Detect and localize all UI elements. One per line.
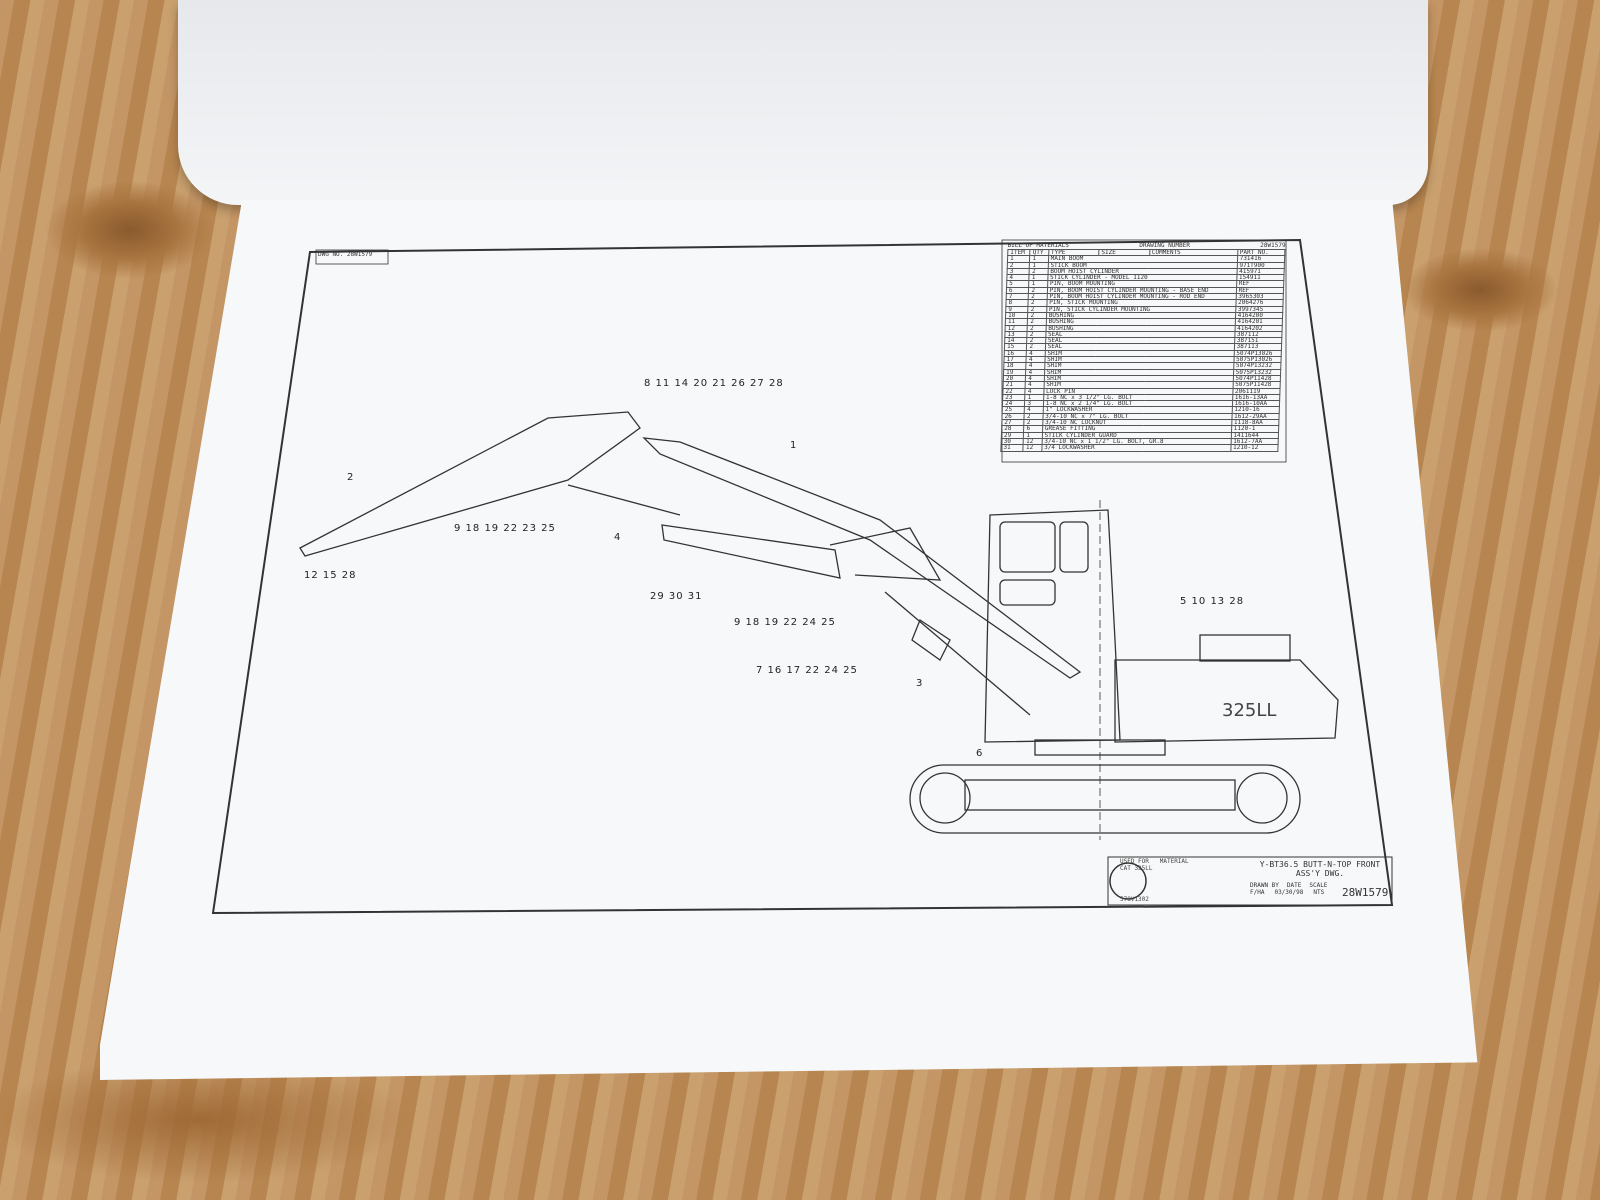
bom-cell: PIN, BOOM HOIST CYLINDER MOUNTING - BASE… <box>1047 287 1237 294</box>
cab-lower-window <box>999 579 1056 606</box>
balloon-group-cylinder-pin: 9 18 19 22 24 25 <box>734 617 836 628</box>
bom-title: BILL OF MATERIALS <box>1007 242 1070 249</box>
bom-title-row: BILL OF MATERIALS DRAWING NUMBER 28W1579 <box>1007 242 1285 249</box>
used-for-label: USED FOR <box>1120 858 1149 865</box>
bom-cell: 31 <box>1000 444 1024 451</box>
balloon-group-boom-foot: 5 10 13 28 <box>1180 596 1245 607</box>
bom-drawing-number: 28W1579 <box>1260 242 1286 249</box>
bom-cell: 3/4 LOCKWASHER <box>1041 444 1231 451</box>
title-block-left: USED FOR MATERIAL CAT 325LL 578V1302 <box>1120 858 1189 903</box>
balloon-4: 4 <box>614 532 622 543</box>
track <box>909 764 1301 834</box>
dwg-no-label: DWG NO. <box>318 251 344 258</box>
material-label: MATERIAL <box>1159 858 1189 865</box>
idler <box>919 772 971 824</box>
balloon-3: 3 <box>916 678 924 689</box>
balloon-group-guard: 29 30 31 <box>650 591 703 602</box>
stick-cylinder <box>661 524 841 579</box>
date: 03/30/98 <box>1274 889 1304 896</box>
corner-block-text: DWG NO. 28W1579 <box>318 251 372 258</box>
drawing-subtitle: ASS'Y DWG. <box>1295 869 1345 878</box>
balloon-group-tip: 12 15 28 <box>304 570 357 581</box>
cab-door-window <box>1059 521 1089 573</box>
manual-page <box>100 200 1478 1080</box>
main-boom <box>642 437 1082 679</box>
stick-boom <box>299 411 641 557</box>
balloon-6: 6 <box>976 748 984 759</box>
title-block: Y-BT36.5 BUTT-N-TOP FRONT ASS'Y DWG. DRA… <box>1250 860 1390 896</box>
bom-frame <box>1001 239 1287 463</box>
boom-gusset <box>829 527 942 581</box>
cat-model: CAT 325LL <box>1120 865 1153 872</box>
reference-number: 578V1302 <box>1120 896 1149 903</box>
bom-cell: 12 <box>1023 444 1042 451</box>
hoist-cylinder-rod <box>884 591 1031 716</box>
drawn-by: F/HA <box>1250 889 1265 896</box>
cab-window <box>999 521 1056 573</box>
upper-body <box>1114 659 1339 743</box>
stick-cylinder-rod <box>567 484 681 516</box>
model-label: 325LL <box>1222 700 1277 721</box>
balloon-group-stick-pin: 9 18 19 22 23 25 <box>454 523 556 534</box>
balloon-group-stick-top: 8 11 14 20 21 26 27 28 <box>644 378 784 389</box>
turned-page <box>178 0 1428 205</box>
hoist-cylinder <box>911 619 951 661</box>
corner-block <box>315 249 389 265</box>
drawn-by-label: DRAWN BY <box>1250 882 1279 889</box>
bill-of-materials: BILL OF MATERIALS DRAWING NUMBER 28W1579 I… <box>1000 242 1286 452</box>
cab <box>984 509 1121 743</box>
title-block-drawing-number: 28W1579 <box>1342 886 1389 899</box>
scale-label: SCALE <box>1309 882 1328 889</box>
balloon-1: 1 <box>790 440 798 451</box>
sprocket <box>1236 772 1288 824</box>
dwg-no: 28W1579 <box>346 251 373 258</box>
date-label: DATE <box>1286 882 1302 889</box>
bom-drawing-number-label: DRAWING NUMBER <box>1139 242 1191 249</box>
title-block-frame <box>1107 856 1393 906</box>
scale: NTS <box>1313 889 1325 896</box>
balloon-2: 2 <box>347 472 355 483</box>
engine-hood <box>1199 634 1291 662</box>
balloon-group-hoist-pin: 7 16 17 22 24 25 <box>756 665 858 676</box>
drawing-title: Y-BT36.5 BUTT-N-TOP FRONT <box>1259 860 1381 869</box>
bom-cell: 1210-12 <box>1230 444 1279 451</box>
logo-seal <box>1109 862 1147 900</box>
